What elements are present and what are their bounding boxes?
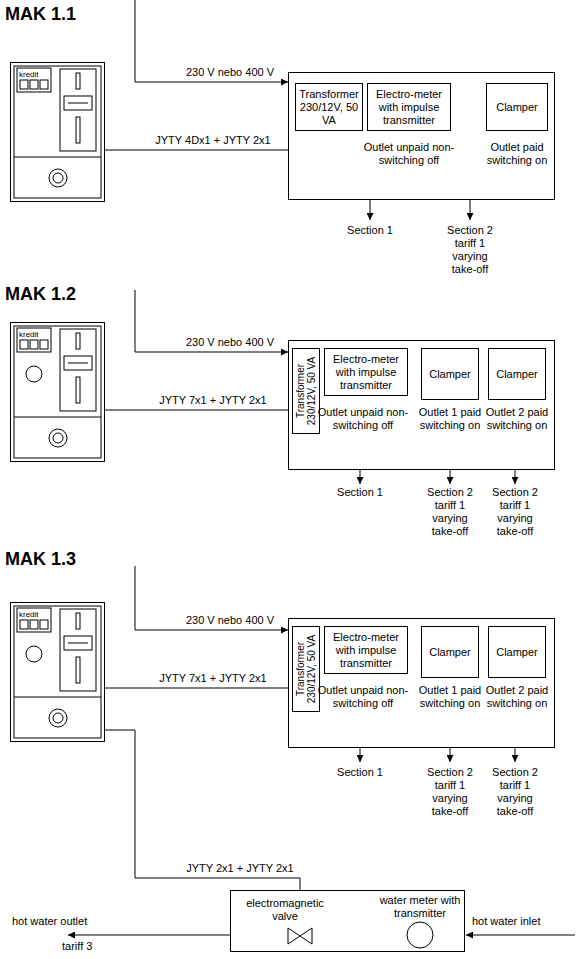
switch-panel: Outlet unpaid non-switching off Outlet pa… (288, 72, 555, 200)
cable-line (105, 150, 288, 151)
node-text: Electro-meter with impulse transmitter (371, 88, 447, 127)
node-text: Clamper (429, 646, 471, 659)
node-text: kredit (19, 610, 51, 619)
node-text: Clamper (429, 368, 471, 381)
section-title: MAK 1.2 (5, 283, 105, 305)
node-text: Outlet 1 paid switching on (415, 406, 485, 432)
node-text: kredit (19, 330, 51, 339)
supply-lines (68, 0, 575, 935)
switch-panel: Outlet unpaid non-switching offOutlet 1 … (288, 340, 555, 470)
node-text: Outlet 2 paid switching on (482, 684, 552, 710)
node-text: Outlet 1 paid switching on (415, 684, 485, 710)
cable-label: JYTY 7x1 + JYTY 2x1 (140, 394, 286, 407)
node-text: water meter with transmitter (377, 894, 463, 920)
outlet-label: Section 2 tariff 1 varying take-off (485, 766, 545, 818)
node-text: Electro-meter with impulse transmitter (328, 631, 404, 670)
cable-label: JYTY 4Dx1 + JYTY 2x1 (140, 134, 286, 147)
section-title: MAK 1.1 (5, 3, 105, 25)
node-text: Outlet unpaid non-switching off (363, 141, 455, 167)
outlet-label: Section 2 tariff 1 varying take-off (440, 224, 500, 276)
node-text: Outlet unpaid non-switching off (317, 406, 409, 432)
outlet-label: Section 2 tariff 1 varying take-off (485, 486, 545, 538)
switch-panel: Outlet unpaid non-switching offOutlet 1 … (288, 618, 555, 748)
transformer-box: Transformer 230/12V, 50 VA (292, 348, 320, 434)
supply-label: 230 V nebo 400 V (172, 336, 288, 349)
clamper-box: Clamper (486, 83, 548, 131)
cable-label: JYTY 2x1 + JYTY 2x1 (150, 862, 330, 875)
transformer-box: Transformer 230/12V, 50 VA (292, 626, 320, 712)
node-text: Outlet paid switching on (481, 141, 553, 167)
terminal-drawing (14, 66, 101, 738)
cable-line (105, 410, 288, 411)
meter-box: Electro-meter with impulse transmitter (324, 626, 408, 674)
node-text: Transformer 230/12V, 50 VA (293, 628, 319, 710)
node-text: electromagnetic valve (237, 897, 333, 923)
meter-box: Electro-meter with impulse transmitter (324, 348, 408, 396)
section-title: MAK 1.3 (5, 548, 105, 570)
outlet-label: Section 1 (340, 224, 400, 237)
valve-and-meter-symbols (288, 922, 433, 948)
supply-label: 230 V nebo 400 V (172, 614, 288, 627)
clamper-box: Clamper (421, 348, 479, 400)
outlet-label: Section 1 (330, 486, 390, 499)
cable-line (105, 688, 288, 689)
node-text: kredit (19, 70, 51, 79)
node-text: Clamper (496, 101, 538, 114)
node-text: Clamper (496, 646, 538, 659)
water-label: tariff 3 (62, 940, 142, 953)
supply-label: 230 V nebo 400 V (172, 66, 288, 79)
outlet-label: Section 2 tariff 1 varying take-off (420, 486, 480, 538)
node-text: Outlet 2 paid switching on (482, 406, 552, 432)
node-text: Clamper (496, 368, 538, 381)
node-text: Transformer 230/12V, 50 VA (299, 88, 359, 127)
outlet-label: Section 2 tariff 1 varying take-off (420, 766, 480, 818)
water-label: hot water outlet (12, 915, 122, 928)
node-text: Electro-meter with impulse transmitter (328, 353, 404, 392)
payment-terminal: kredit (10, 62, 105, 202)
water-unit: water meter with transmitter electromagne… (230, 890, 465, 952)
water-label: hot water inlet (472, 915, 572, 928)
clamper-box: Clamper (488, 626, 546, 678)
node-text: Transformer 230/12V, 50 VA (293, 350, 319, 432)
transformer-box: Transformer 230/12V, 50 VA (295, 83, 363, 131)
outlet-label: Section 1 (330, 766, 390, 779)
clamper-box: Clamper (488, 348, 546, 400)
cable-label: JYTY 7x1 + JYTY 2x1 (140, 672, 286, 685)
clamper-box: Clamper (421, 626, 479, 678)
payment-terminal: kredit (10, 322, 105, 462)
meter-box: Electro-meter with impulse transmitter (367, 83, 451, 131)
node-text: Outlet unpaid non-switching off (317, 684, 409, 710)
payment-terminal: kredit (10, 602, 105, 742)
